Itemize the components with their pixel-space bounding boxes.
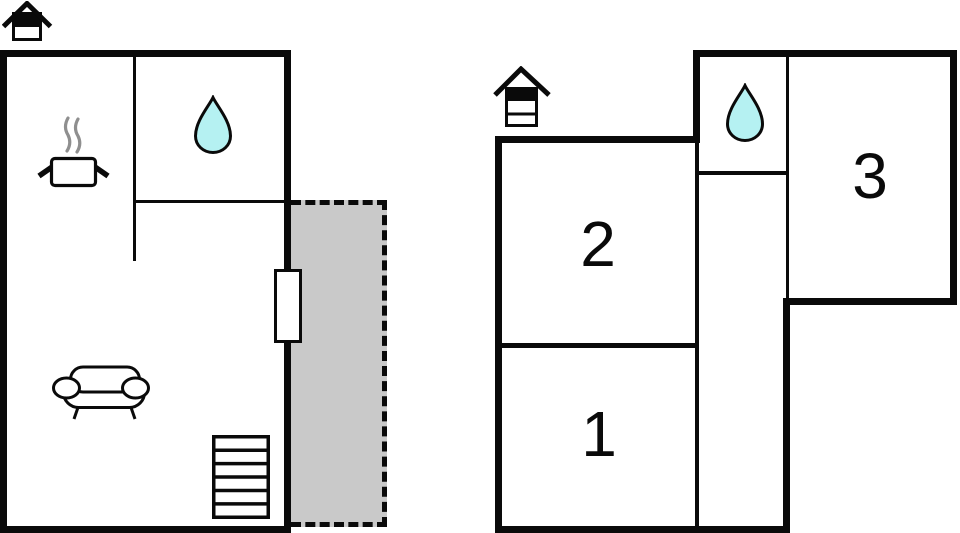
wall-bathroom-room3-divider [786,57,789,298]
wall-corridor-right [783,298,790,533]
wall-corridor-divider [695,143,699,526]
wall-top [0,50,291,57]
water-drop-icon [725,83,765,143]
wall-section-top [495,136,700,143]
terrace-area [291,200,387,527]
wall-left [495,136,502,533]
chimney-icon [2,1,53,41]
water-drop-icon [193,95,233,155]
room-1-label: 1 [581,398,617,470]
wall-right [950,50,957,305]
chimney-icon [493,66,551,127]
wall-top [693,50,957,57]
wall-room3-bottom [787,298,957,305]
wall-bottom [0,526,291,533]
wall-bathroom-divider [136,200,284,203]
wall-bathroom-left [693,50,700,143]
sofa-icon [52,365,150,420]
wall-kitchen-divider [133,57,136,261]
room-3-label: 3 [852,140,888,212]
wall-bottom [495,526,790,533]
cooking-pot-icon [37,116,110,188]
wall-left [0,50,7,533]
door-opening [274,269,302,343]
wall-room1-room2-divider [502,343,695,348]
room-2-label: 2 [580,208,616,280]
wall-bathroom-bottom [699,171,786,175]
stairs-icon [212,435,270,519]
